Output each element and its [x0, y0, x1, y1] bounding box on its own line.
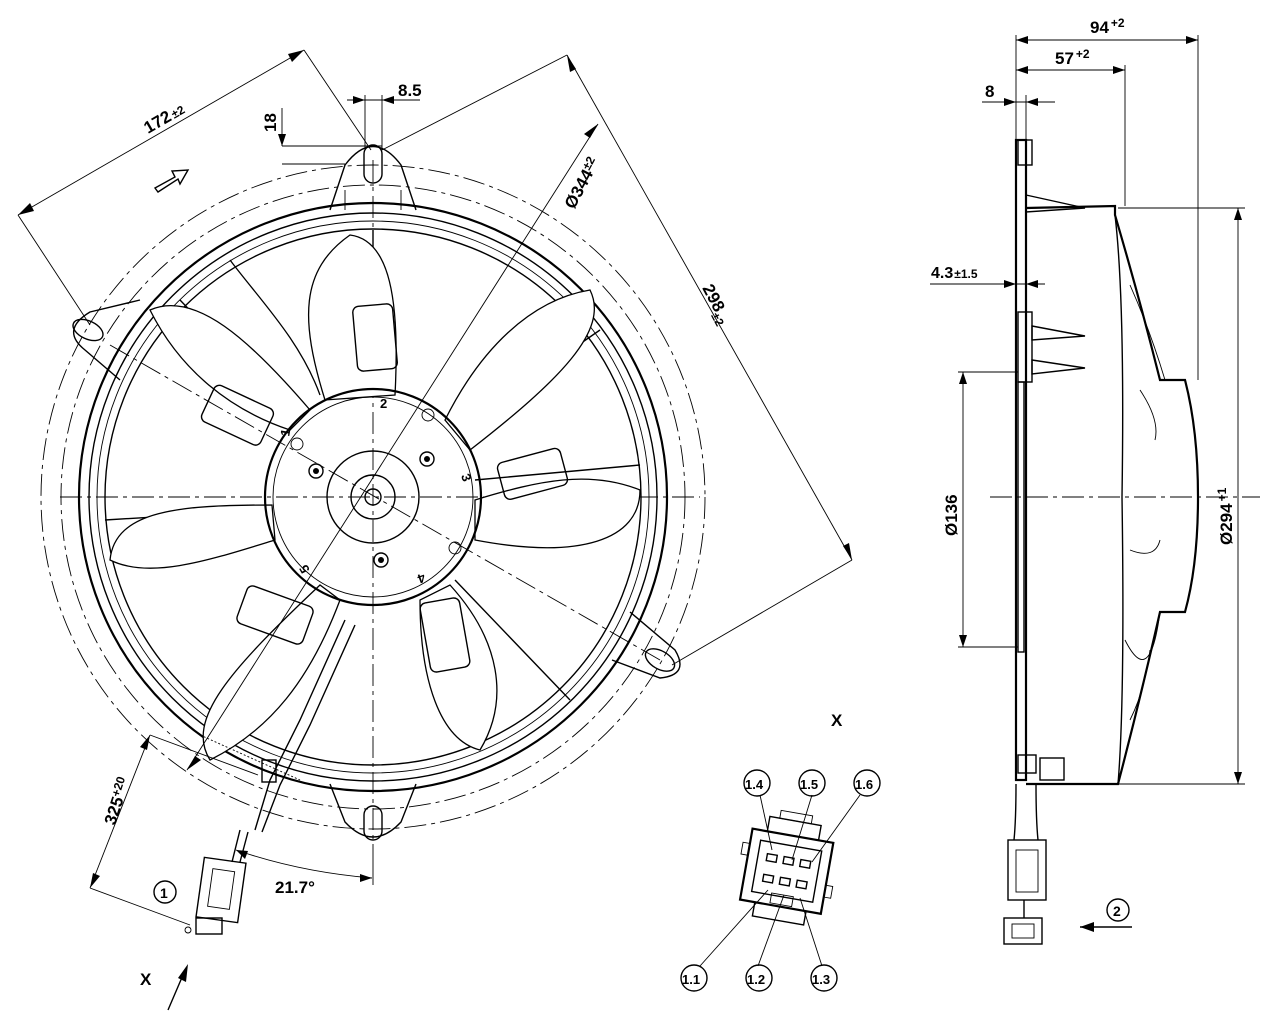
hub-mark-1: 1	[277, 428, 293, 438]
housing-outer-ring	[77, 201, 669, 793]
pin-1-3	[795, 879, 808, 890]
hub-outer	[263, 387, 483, 607]
side-view	[990, 138, 1260, 945]
connector-housing	[738, 827, 835, 916]
callout-1-label: 1	[160, 885, 168, 901]
hub-mark-2: 2	[380, 396, 387, 411]
pin-1-2	[778, 876, 792, 887]
dim-4-3-label: 4.3±1.5	[931, 265, 978, 282]
connector-detail: X 1.4 1.5 1.6	[680, 711, 881, 992]
mounting-lug-left	[72, 299, 141, 381]
fan-blades	[109, 234, 641, 761]
outer-phantom-circle	[40, 164, 706, 830]
front-dimensions: 172±2 8.5 18 Ø344±2 298±2 325+20	[17, 49, 853, 1011]
dim-298-label: 298±2	[695, 281, 735, 329]
cable-connector	[195, 856, 247, 924]
housing-ring-3	[96, 220, 650, 774]
mounting-lug-right	[611, 611, 681, 679]
dim-344-label: Ø344±2	[560, 154, 604, 212]
pin-label-1-1: 1.1	[682, 972, 700, 987]
dim-325-label: 325+20	[100, 774, 134, 827]
callout-2-label: 2	[1113, 903, 1121, 919]
side-fan-body	[1025, 204, 1200, 786]
mounting-circle	[60, 184, 686, 810]
callout-2-circle	[1106, 898, 1130, 922]
hub-mark-4: 4	[415, 570, 428, 587]
dim-angle-label: 21.7°	[275, 878, 315, 897]
mounting-lug-top	[329, 144, 417, 211]
pin-label-1-3: 1.3	[812, 972, 830, 987]
dim-172-label: 172±2	[141, 99, 189, 137]
pin-1-6	[798, 858, 812, 869]
dim-57-label: 57+2	[1055, 47, 1090, 68]
hub-motor-cap	[326, 450, 420, 544]
view-x-label-detail: X	[831, 711, 843, 730]
side-dimensions: 94+2 57+2 8 4.3±1.5 Ø136 Ø294+1 2	[930, 16, 1245, 932]
side-connector	[1007, 839, 1047, 901]
pin-1-4	[765, 852, 779, 864]
pin-label-1-5: 1.5	[800, 777, 818, 792]
housing-ring-2	[88, 212, 658, 782]
pin-label-1-6: 1.6	[855, 777, 873, 792]
dim-136-label: Ø136	[942, 494, 961, 536]
diagonal-centerline	[109, 344, 661, 661]
dim-18-label: 18	[261, 113, 280, 132]
callout-1-circle	[153, 880, 177, 904]
rotation-direction-arrow	[153, 169, 190, 193]
hub-center-boss	[350, 474, 396, 520]
dim-294-label: Ø294+1	[1215, 487, 1236, 545]
hub-mark-3: 3	[458, 472, 475, 484]
pin-1-1	[761, 873, 775, 884]
mounting-lug-bottom	[329, 783, 417, 841]
housing-inner-ring	[104, 228, 642, 766]
hub-inner-ring	[272, 396, 474, 598]
dim-8-label: 8	[985, 82, 994, 101]
cable-assembly	[184, 619, 356, 935]
pin-1-5	[782, 855, 795, 867]
hub-screws	[290, 408, 462, 568]
pin-label-1-2: 1.2	[747, 972, 765, 987]
dim-94-label: 94+2	[1090, 16, 1125, 37]
view-x-label-left: X	[140, 970, 152, 989]
front-view: 1 2 3 4 5	[40, 144, 706, 935]
dim-8-5-label: 8.5	[398, 81, 422, 100]
shaft	[364, 488, 382, 506]
pin-label-1-4: 1.4	[745, 777, 764, 792]
